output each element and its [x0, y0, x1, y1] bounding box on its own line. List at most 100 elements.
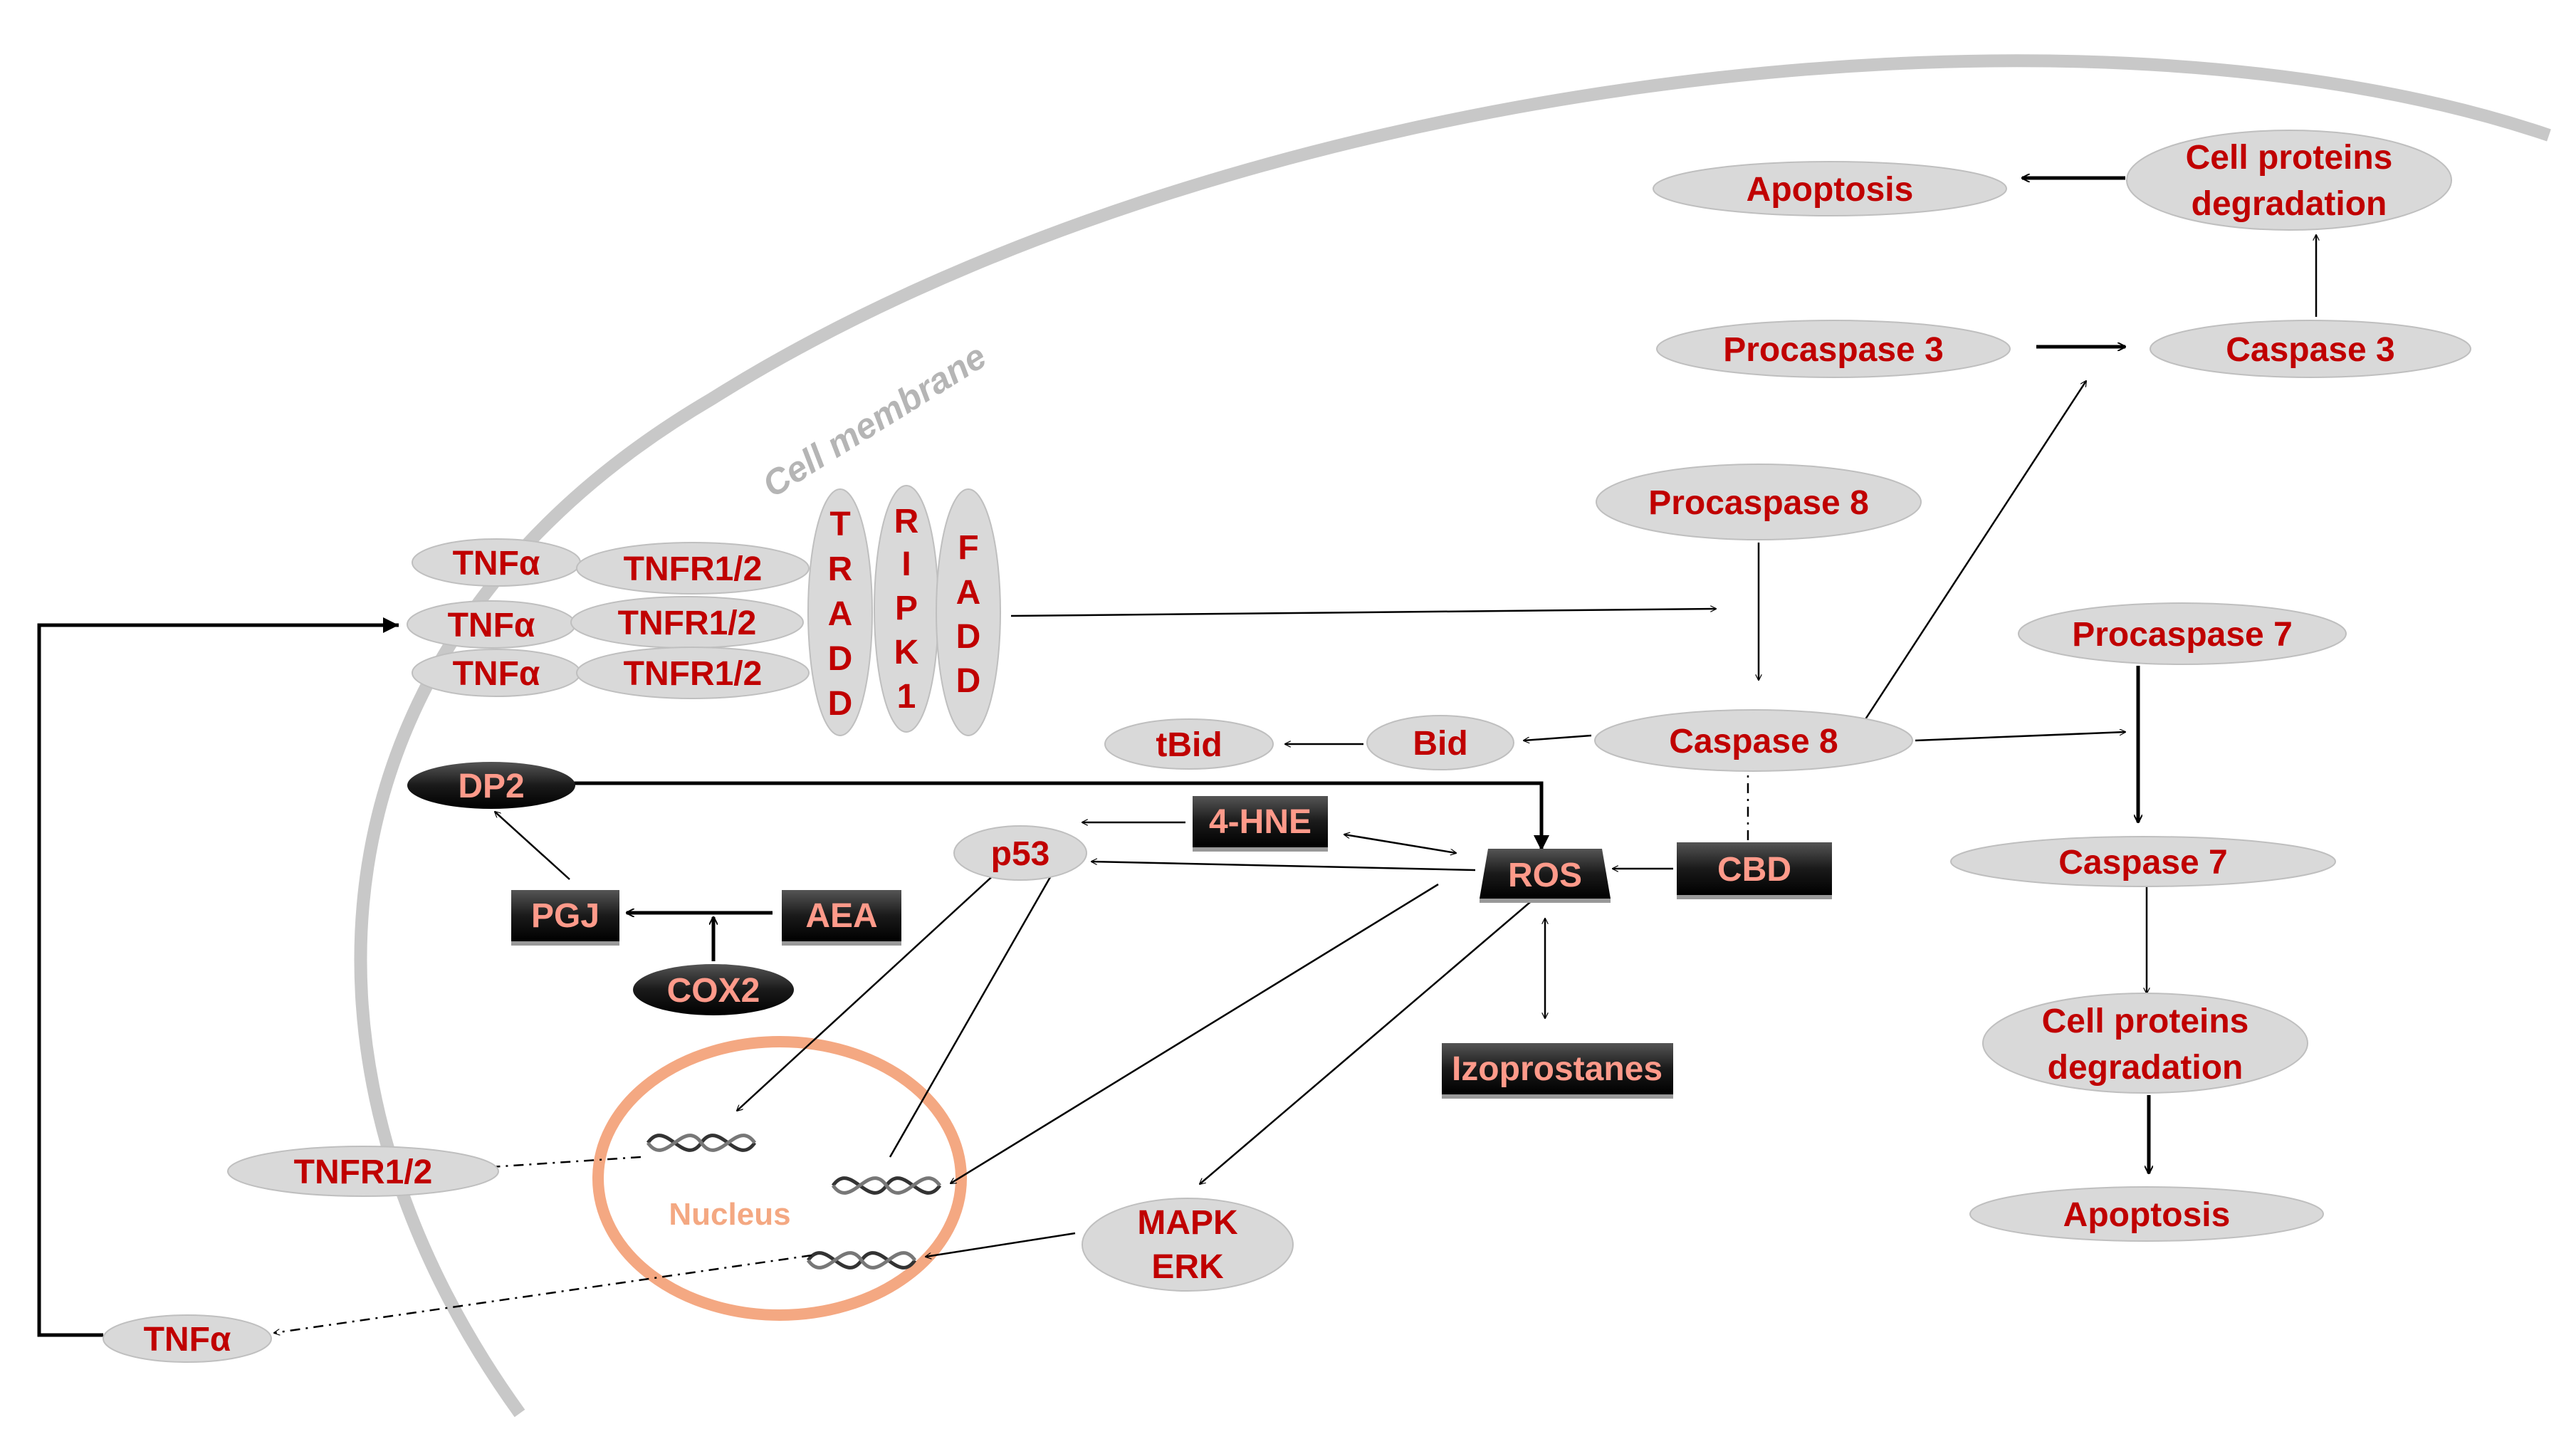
arrow-hne-ros: [1344, 834, 1456, 853]
svg-text:TNFR1/2: TNFR1/2: [624, 550, 763, 588]
arrow-caspase8-procaspase7: [1915, 732, 2125, 742]
arrow-dna-tnfr: [459, 1156, 642, 1169]
svg-text:Cell proteins: Cell proteins: [2186, 139, 2393, 177]
node-pgj: PGJ: [511, 890, 619, 946]
node-bid: Bid: [1366, 715, 1514, 770]
svg-text:A: A: [956, 574, 981, 612]
svg-text:ERK: ERK: [1151, 1248, 1224, 1286]
svg-text:Caspase 7: Caspase 7: [2058, 844, 2228, 881]
node-fadd: F A D D: [936, 488, 1001, 736]
node-caspase3: Caspase 3: [2150, 320, 2471, 378]
node-tnfa-3: TNFα: [412, 649, 581, 697]
svg-text:degradation: degradation: [2192, 185, 2387, 223]
node-hne: 4-HNE: [1193, 796, 1328, 852]
arrow-feedback-tnfa: [37, 617, 399, 1337]
node-cbd: CBD: [1677, 842, 1832, 899]
svg-text:K: K: [894, 634, 919, 671]
arrow-dna-tnfa: [274, 1254, 812, 1333]
arrow-dp2-ros: [570, 781, 1549, 851]
svg-text:Apoptosis: Apoptosis: [2063, 1196, 2231, 1234]
arrow-ros-mapk: [1200, 898, 1535, 1184]
svg-text:D: D: [828, 640, 853, 678]
node-procaspase7: Procaspase 7: [2018, 602, 2347, 665]
node-tnfa-out: TNFα: [103, 1314, 272, 1363]
cell-membrane-label: Cell membrane: [755, 336, 993, 505]
node-caspase8: Caspase 8: [1594, 709, 1913, 772]
svg-text:DP2: DP2: [458, 768, 524, 805]
node-ripk1: R I P K 1: [874, 485, 939, 733]
svg-text:P: P: [895, 590, 918, 627]
svg-text:tBid: tBid: [1156, 726, 1222, 764]
svg-text:D: D: [956, 618, 981, 656]
svg-text:Bid: Bid: [1413, 725, 1467, 763]
svg-text:D: D: [828, 685, 853, 723]
svg-text:TNFα: TNFα: [448, 607, 535, 644]
arrow-ros-p53: [1091, 862, 1476, 872]
svg-text:F: F: [958, 529, 978, 567]
svg-text:p53: p53: [991, 835, 1050, 873]
svg-text:TNFR1/2: TNFR1/2: [618, 605, 757, 642]
node-dp2: DP2: [407, 762, 575, 809]
arrow-ros-dna: [951, 883, 1439, 1183]
node-tradd: T R A D D: [807, 488, 873, 736]
node-aea: AEA: [782, 890, 901, 946]
node-mapk-erk: MAPK ERK: [1082, 1198, 1294, 1292]
node-tnfa-2: TNFα: [407, 600, 576, 649]
node-tnfr-1: TNFR1/2: [576, 542, 810, 595]
node-apoptosis-bottom: Apoptosis: [1969, 1186, 2324, 1242]
node-ros: ROS: [1480, 849, 1611, 903]
svg-text:Caspase 8: Caspase 8: [1669, 723, 1838, 760]
nucleus: [592, 1036, 967, 1321]
svg-text:T: T: [829, 506, 850, 543]
node-cell-proteins-top: Cell proteins degradation: [2126, 130, 2452, 231]
svg-text:CBD: CBD: [1717, 851, 1791, 889]
svg-text:D: D: [956, 662, 981, 700]
arrow-caspase8-bid: [1524, 734, 1592, 741]
svg-text:I: I: [901, 545, 911, 583]
cell-membrane: [354, 54, 2551, 1418]
node-izoprostanes: Izoprostanes: [1442, 1043, 1673, 1099]
arrow-caspase8-caspase3: [1864, 381, 2086, 720]
arrow-pgj-dp2: [495, 812, 570, 880]
dna-icon: [806, 1251, 917, 1270]
svg-text:TNFR1/2: TNFR1/2: [624, 655, 763, 693]
svg-text:AEA: AEA: [805, 897, 877, 935]
node-tbid: tBid: [1104, 718, 1274, 770]
node-tnfa-1: TNFα: [412, 538, 581, 587]
svg-text:4-HNE: 4-HNE: [1209, 803, 1311, 841]
svg-text:Caspase 3: Caspase 3: [2226, 331, 2395, 369]
svg-text:Cell proteins: Cell proteins: [2042, 1003, 2249, 1040]
arrow-p53-dna: [737, 872, 998, 1111]
node-p53: p53: [953, 825, 1087, 881]
node-apoptosis-top: Apoptosis: [1653, 161, 2007, 216]
svg-text:PGJ: PGJ: [531, 897, 600, 935]
node-tnfr-3: TNFR1/2: [576, 647, 810, 699]
nucleus-label: Nucleus: [669, 1197, 790, 1232]
node-procaspase8: Procaspase 8: [1596, 464, 1922, 540]
svg-text:Izoprostanes: Izoprostanes: [1452, 1050, 1663, 1088]
svg-text:Procaspase 8: Procaspase 8: [1648, 484, 1869, 522]
node-procaspase3: Procaspase 3: [1656, 320, 2011, 378]
svg-text:R: R: [894, 503, 919, 540]
svg-text:TNFα: TNFα: [453, 655, 540, 693]
node-cell-proteins-bottom: Cell proteins degradation: [1982, 993, 2308, 1094]
arrow-dna-p53: [889, 867, 1056, 1158]
svg-text:TNFR1/2: TNFR1/2: [294, 1153, 433, 1191]
node-tnfr-2: TNFR1/2: [570, 596, 804, 649]
svg-text:Procaspase 7: Procaspase 7: [2072, 616, 2293, 654]
svg-text:COX2: COX2: [667, 972, 760, 1010]
svg-text:R: R: [828, 550, 853, 588]
svg-text:MAPK: MAPK: [1137, 1204, 1238, 1242]
dna-icon: [831, 1176, 942, 1195]
svg-text:Apoptosis: Apoptosis: [1747, 171, 1914, 209]
node-cox2: COX2: [633, 964, 794, 1015]
arrow-mapk-dna: [926, 1232, 1076, 1257]
node-caspase7: Caspase 7: [1950, 836, 2336, 887]
svg-text:A: A: [828, 595, 853, 633]
svg-text:degradation: degradation: [2048, 1049, 2243, 1087]
node-tnfr-out: TNFR1/2: [227, 1146, 499, 1197]
svg-text:1: 1: [897, 678, 916, 716]
svg-text:TNFα: TNFα: [144, 1321, 231, 1359]
svg-text:ROS: ROS: [1508, 857, 1582, 894]
